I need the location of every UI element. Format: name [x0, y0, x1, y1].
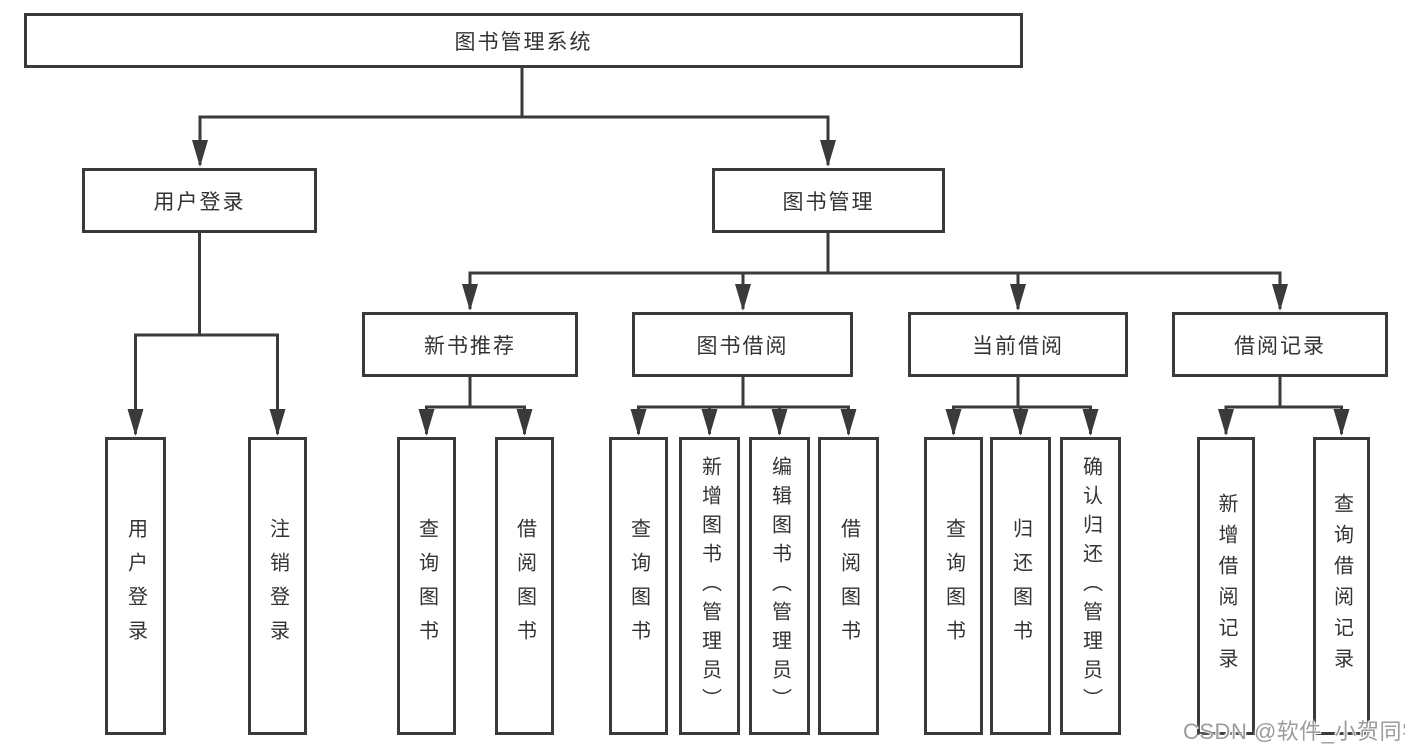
leaf-confirm-return-admin: 确认归还（管理员） — [1060, 437, 1121, 735]
node-book-management: 图书管理 — [712, 168, 945, 233]
node-book-borrowing: 图书借阅 — [632, 312, 853, 377]
node-current-borrowing: 当前借阅 — [908, 312, 1128, 377]
leaf-borrow-books-recommend: 借阅图书 — [495, 437, 554, 735]
leaf-query-books-recommend: 查询图书 — [397, 437, 456, 735]
leaf-borrow-books-borrowing: 借阅图书 — [818, 437, 879, 735]
leaf-edit-books-admin: 编辑图书（管理员） — [749, 437, 810, 735]
leaf-return-books: 归还图书 — [990, 437, 1051, 735]
leaf-user-login: 用户登录 — [105, 437, 166, 735]
node-borrowing-records: 借阅记录 — [1172, 312, 1388, 377]
node-user-login: 用户登录 — [82, 168, 317, 233]
leaf-query-books-current: 查询图书 — [924, 437, 983, 735]
leaf-add-books-admin: 新增图书（管理员） — [679, 437, 740, 735]
leaf-logout-login: 注销登录 — [248, 437, 307, 735]
node-library-system: 图书管理系统 — [24, 13, 1023, 68]
leaf-query-borrow-record: 查询借阅记录 — [1313, 437, 1370, 735]
node-new-book-recommendation: 新书推荐 — [362, 312, 578, 377]
leaf-add-borrow-record: 新增借阅记录 — [1197, 437, 1255, 735]
leaf-query-books-borrowing: 查询图书 — [609, 437, 668, 735]
csdn-watermark: CSDN @软件_小贺同学 — [1183, 719, 1405, 744]
